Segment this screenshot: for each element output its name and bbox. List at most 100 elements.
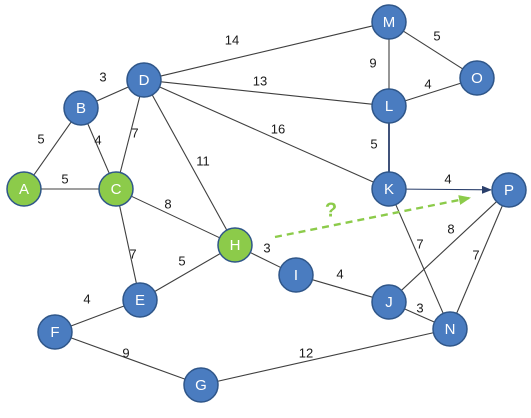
edge-a-b bbox=[32, 120, 73, 177]
node-c: C bbox=[98, 171, 134, 207]
edge-weight-c-e: 7 bbox=[129, 246, 136, 261]
edge-k-p bbox=[404, 185, 493, 194]
edge-weight-d-h: 11 bbox=[196, 153, 210, 168]
edge-weight-a-c: 5 bbox=[61, 171, 68, 186]
edge-weight-d-k: 16 bbox=[271, 121, 285, 136]
edge-weight-m-o: 5 bbox=[433, 28, 440, 43]
node-label: M bbox=[383, 14, 396, 31]
edge-d-k bbox=[158, 86, 375, 183]
edge-c-e bbox=[118, 204, 138, 285]
node-label: C bbox=[111, 181, 122, 198]
edge-d-m bbox=[159, 25, 374, 77]
node-label: L bbox=[385, 98, 393, 115]
node-label: E bbox=[135, 292, 145, 309]
node-h: H bbox=[217, 227, 253, 263]
edge-e-f bbox=[69, 305, 126, 327]
edges-layer bbox=[32, 25, 504, 383]
node-i: I bbox=[278, 257, 314, 293]
node-d: D bbox=[126, 62, 162, 98]
node-circle bbox=[278, 257, 314, 293]
node-circle bbox=[371, 4, 407, 40]
dashed-question-arrow bbox=[274, 195, 471, 239]
edge-p-j bbox=[400, 200, 498, 292]
edge-weight-k-p: 4 bbox=[444, 171, 451, 186]
node-g: G bbox=[183, 367, 219, 403]
edge-c-h bbox=[130, 195, 221, 239]
edge-i-j bbox=[311, 278, 374, 299]
node-label: F bbox=[50, 324, 59, 341]
edge-b-d bbox=[95, 85, 130, 103]
node-label: I bbox=[294, 267, 298, 284]
node-circle bbox=[432, 311, 468, 347]
edge-k-n bbox=[394, 203, 445, 315]
edge-f-g bbox=[69, 336, 187, 381]
edge-l-o bbox=[404, 82, 462, 102]
edge-p-n bbox=[455, 204, 504, 315]
node-b: B bbox=[63, 90, 99, 126]
edge-weight-b-c: 4 bbox=[94, 132, 101, 147]
edge-weight-j-n: 3 bbox=[416, 300, 423, 315]
node-label: P bbox=[504, 182, 514, 199]
node-circle bbox=[122, 282, 158, 318]
node-circle bbox=[459, 60, 495, 96]
node-label: A bbox=[19, 181, 29, 198]
question-layer: ? bbox=[274, 195, 471, 239]
edge-d-h bbox=[151, 93, 228, 232]
nodes-layer: A B C D E F G H I J K L M N O P bbox=[6, 4, 527, 403]
edge-m-o bbox=[402, 30, 464, 70]
node-a: A bbox=[6, 171, 42, 207]
edge-weight-f-g: 9 bbox=[122, 345, 129, 360]
node-n: N bbox=[432, 311, 468, 347]
node-circle bbox=[63, 90, 99, 126]
edge-weight-p-j: 8 bbox=[447, 221, 454, 236]
node-label: D bbox=[139, 72, 150, 89]
node-circle bbox=[491, 172, 527, 208]
edge-weight-i-j: 4 bbox=[336, 266, 343, 281]
edge-weight-l-o: 4 bbox=[424, 76, 431, 91]
edge-h-i bbox=[249, 251, 282, 269]
node-circle bbox=[371, 171, 407, 207]
edge-weight-c-h: 8 bbox=[164, 196, 171, 211]
node-label: K bbox=[384, 181, 394, 198]
edge-weight-l-k: 5 bbox=[370, 136, 377, 151]
edge-weight-b-d: 3 bbox=[99, 69, 106, 84]
edge-weight-h-e: 5 bbox=[178, 253, 185, 268]
node-label: N bbox=[445, 321, 456, 338]
edge-h-e bbox=[153, 252, 222, 293]
node-circle bbox=[6, 171, 42, 207]
node-l: L bbox=[371, 88, 407, 124]
edge-weight-g-n: 12 bbox=[299, 345, 313, 360]
edge-weight-a-b: 5 bbox=[37, 131, 44, 146]
question-mark-label: ? bbox=[325, 199, 337, 221]
edge-j-n bbox=[403, 307, 436, 324]
edge-weight-p-n: 7 bbox=[472, 247, 479, 262]
edge-weight-d-m: 14 bbox=[225, 32, 239, 47]
node-circle bbox=[98, 171, 134, 207]
node-j: J bbox=[371, 284, 407, 320]
edge-weight-c-d: 7 bbox=[131, 125, 138, 140]
edge-c-d bbox=[119, 95, 141, 174]
node-k: K bbox=[371, 171, 407, 207]
edge-weight-d-l: 13 bbox=[253, 73, 267, 88]
node-m: M bbox=[371, 4, 407, 40]
node-label: B bbox=[76, 100, 86, 117]
edge-weight-h-i: 3 bbox=[263, 240, 270, 255]
node-label: J bbox=[385, 294, 393, 311]
edge-weight-m-l: 9 bbox=[369, 55, 376, 70]
node-label: H bbox=[230, 237, 241, 254]
node-e: E bbox=[122, 282, 158, 318]
node-circle bbox=[183, 367, 219, 403]
edge-g-n bbox=[216, 331, 435, 383]
node-f: F bbox=[37, 314, 73, 350]
node-circle bbox=[371, 88, 407, 124]
node-label: G bbox=[195, 377, 207, 394]
node-o: O bbox=[459, 60, 495, 96]
node-circle bbox=[37, 314, 73, 350]
node-circle bbox=[217, 227, 253, 263]
node-p: P bbox=[491, 172, 527, 208]
edge-weight-k-n: 7 bbox=[416, 236, 423, 251]
edge-d-l bbox=[159, 81, 374, 105]
